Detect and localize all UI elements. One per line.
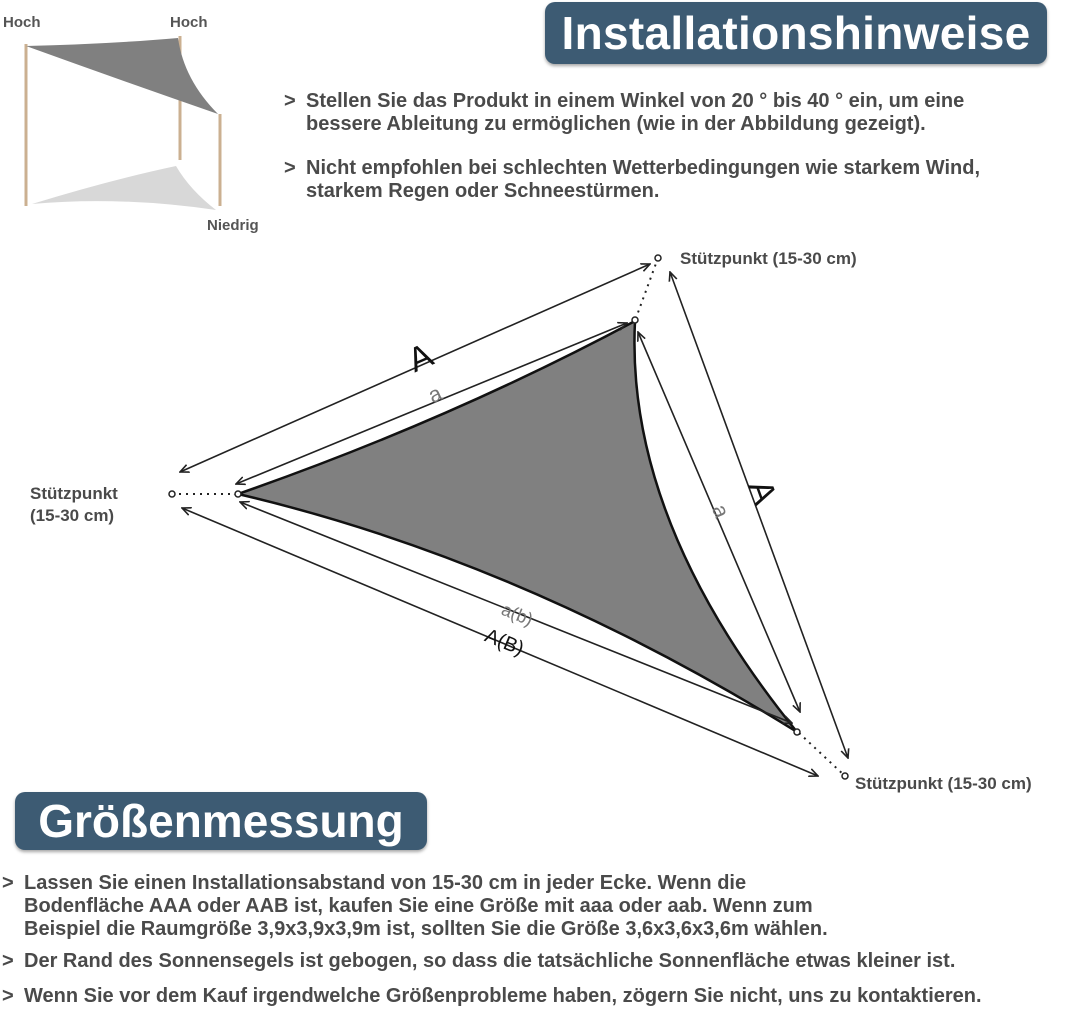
label-inner-base: a(b) (499, 599, 536, 630)
support-label-left: Stützpunkt (15-30 cm) (30, 484, 118, 525)
chevron-right-icon: > (284, 157, 296, 179)
install-title-banner: Installationshinweise (545, 2, 1047, 64)
install-tip-2: > Nicht empfohlen bei schlechten Wetterb… (284, 157, 1074, 205)
size-tip-2: > Der Rand des Sonnensegels ist gebogen,… (2, 950, 1078, 973)
size-tip-text: Der Rand des Sonnensegels ist gebogen, s… (24, 950, 956, 972)
sail-shape (233, 318, 798, 734)
angle-illustration (24, 36, 222, 210)
sail-corner-bottom (793, 728, 801, 736)
label-outer-A-right: A (741, 475, 785, 510)
arrow-inner-bottom (240, 502, 792, 723)
install-tip-text: Nicht empfohlen bei schlechten Wetterbed… (306, 157, 980, 202)
sail-corner-left (234, 490, 242, 498)
label-inner-a-left: a (424, 380, 446, 408)
label-high-left: Hoch (3, 14, 41, 31)
size-tip-text: Lassen Sie einen Installationsabstand vo… (24, 872, 828, 940)
size-tip-3: > Wenn Sie vor dem Kauf irgendwelche Grö… (2, 985, 1078, 1008)
size-tip-text: Wenn Sie vor dem Kauf irgendwelche Größe… (24, 985, 982, 1007)
support-point-left (168, 490, 176, 498)
arrow-inner-top-left (236, 323, 627, 484)
label-high-right: Hoch (170, 14, 208, 31)
support-point-top (654, 254, 662, 262)
support-label-bottom: Stützpunkt (15-30 cm) (855, 774, 1032, 793)
support-label-top: Stützpunkt (15-30 cm) (680, 249, 857, 268)
chevron-right-icon: > (2, 872, 14, 894)
size-title-banner: Größenmessung (15, 792, 427, 850)
chevron-right-icon: > (2, 985, 14, 1007)
sail-corner-top (631, 316, 639, 324)
install-tip-text: Stellen Sie das Produkt in einem Winkel … (306, 90, 965, 135)
label-outer-base: A(B) (482, 625, 527, 660)
size-tip-1: > Lassen Sie einen Installationsabstand … (2, 872, 1078, 942)
label-outer-A-left: A (402, 336, 438, 380)
chevron-right-icon: > (2, 950, 14, 972)
install-tip-1: > Stellen Sie das Produkt in einem Winke… (284, 90, 1074, 138)
label-low: Niedrig (207, 217, 259, 234)
support-point-bottom (841, 772, 849, 780)
chevron-right-icon: > (284, 90, 296, 112)
